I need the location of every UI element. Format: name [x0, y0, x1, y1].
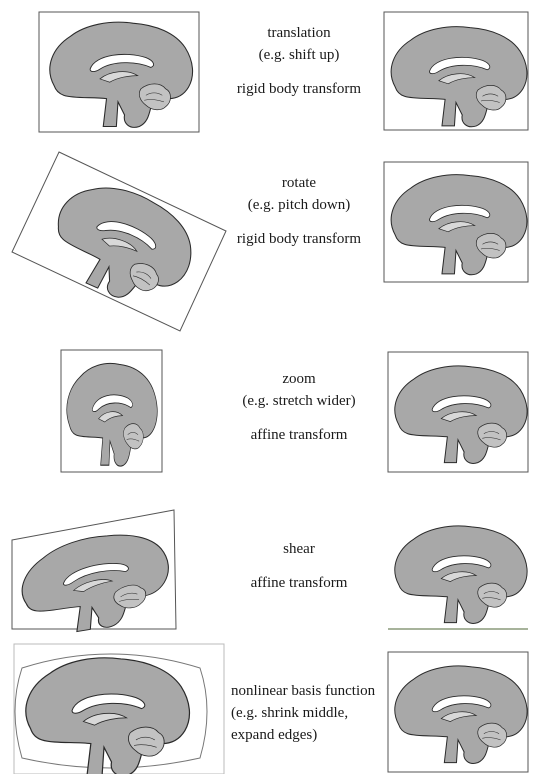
label-zoom-type: affine transform [222, 424, 376, 446]
label-translation-type: rigid body transform [222, 78, 376, 100]
label-nonlinear-example: (e.g. shrink middle, [231, 702, 383, 724]
label-rotate: rotate (e.g. pitch down) rigid body tran… [222, 172, 376, 250]
label-shear-type: affine transform [222, 572, 376, 594]
label-zoom-title: zoom [222, 368, 376, 390]
label-zoom-gap [222, 412, 376, 424]
label-translation-example: (e.g. shift up) [222, 44, 376, 66]
label-translation: translation (e.g. shift up) rigid body t… [222, 22, 376, 100]
brain-zoom-target [395, 366, 527, 463]
label-zoom: zoom (e.g. stretch wider) affine transfo… [222, 368, 376, 446]
brain-translation-source [50, 22, 193, 127]
brain-translation-target [391, 27, 527, 127]
label-shear-gap [222, 560, 376, 572]
brain-rotate-source [38, 169, 207, 319]
label-zoom-example: (e.g. stretch wider) [222, 390, 376, 412]
label-nonlinear-title: nonlinear basis function [231, 680, 383, 702]
label-rotate-title: rotate [222, 172, 376, 194]
label-shear-title: shear [222, 538, 376, 560]
label-translation-title: translation [222, 22, 376, 44]
label-shear: shear affine transform [222, 538, 376, 594]
label-rotate-gap [222, 216, 376, 228]
brain-zoom-source [67, 363, 158, 466]
brain-nonlinear-target [395, 666, 527, 763]
brain-rotate-target [391, 175, 527, 275]
label-translation-gap [222, 66, 376, 78]
label-rotate-type: rigid body transform [222, 228, 376, 250]
label-nonlinear-example-cont: expand edges) [231, 724, 383, 746]
brain-nonlinear-source [26, 658, 190, 774]
label-rotate-example: (e.g. pitch down) [222, 194, 376, 216]
label-nonlinear: nonlinear basis function (e.g. shrink mi… [231, 680, 383, 746]
brain-shear-source [22, 525, 168, 642]
brain-shear-target [395, 526, 527, 623]
